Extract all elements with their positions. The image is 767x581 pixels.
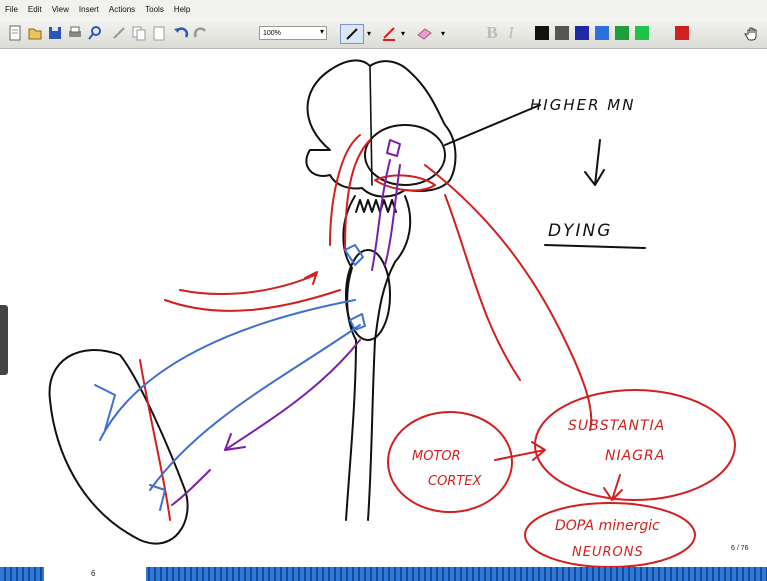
copy-icon[interactable] [130,24,148,42]
menu-view[interactable]: View [47,5,74,14]
pen-dropdown[interactable]: ▾ [364,24,374,42]
cortex-label: CORTEX [428,474,482,489]
menu-actions[interactable]: Actions [104,5,140,14]
undo-icon[interactable] [172,24,190,42]
slide-thumbnail-strip[interactable]: 6 [0,567,767,581]
zoom-select[interactable]: 100% ▾ [259,26,327,40]
dopa-label: DOPA minergic [555,518,660,534]
highlighter-icon[interactable] [380,24,398,42]
substantia-label: SUBSTANTIA [568,418,665,434]
color-swatch-lightgreen[interactable] [635,26,649,40]
current-slide-label: 6 [91,569,95,578]
color-swatch-red[interactable] [675,26,689,40]
toolbar: 100% ▾ ▾ ▾ ▾ B I [0,18,767,49]
hand-pan-icon[interactable] [742,24,762,42]
menu-help[interactable]: Help [169,5,195,14]
print-icon[interactable] [66,24,84,42]
paste-icon[interactable] [150,24,168,42]
eraser-icon[interactable] [414,24,436,42]
chevron-down-icon: ▾ [320,27,324,36]
dying-label: DYING [548,221,612,241]
higher-mn-label: HIGHER MN [530,96,635,114]
pen-tool-button[interactable] [340,24,364,44]
pen-icon[interactable] [110,24,128,42]
down-arrow-mark [585,140,604,185]
highlighter-dropdown[interactable]: ▾ [398,24,408,42]
redo-icon[interactable] [192,24,210,42]
new-page-icon[interactable] [6,24,24,42]
limb-outline [50,350,188,544]
italic-button[interactable]: I [504,24,518,42]
save-icon[interactable] [46,24,64,42]
menu-edit[interactable]: Edit [23,5,47,14]
color-swatch-navy[interactable] [575,26,589,40]
drawing-canvas[interactable]: HIGHER MN DYING MOTOR CORTEX SUBSTANTIA … [0,49,767,567]
substantia-circle [535,390,735,500]
color-swatch-gray[interactable] [555,26,569,40]
color-swatch-black[interactable] [535,26,549,40]
bold-button[interactable]: B [484,24,500,42]
pons-scribble [356,200,396,212]
page-counter: 6 / 76 [731,545,749,552]
motor-label: MOTOR [412,449,461,464]
find-icon[interactable] [86,24,104,42]
menu-tools[interactable]: Tools [140,5,169,14]
eraser-dropdown[interactable]: ▾ [438,24,448,42]
menu-bar: File Edit View Insert Actions Tools Help [0,0,767,18]
color-swatch-green[interactable] [615,26,629,40]
menu-file[interactable]: File [0,5,23,14]
niagra-label: NIAGRA [605,448,665,464]
zoom-value: 100% [263,30,281,37]
color-swatch-blue[interactable] [595,26,609,40]
open-icon[interactable] [26,24,44,42]
menu-insert[interactable]: Insert [74,5,104,14]
neurons-label: NEURONS [572,545,644,560]
